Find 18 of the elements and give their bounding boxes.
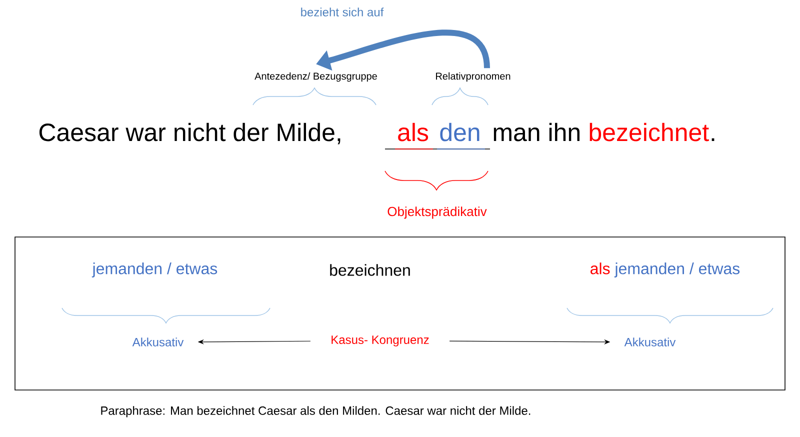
sentence-word: Caesar war nicht der Milde, [39,122,340,144]
text-label: jemanden / etwas [92,262,218,278]
text-label: bezeichnen [330,264,410,276]
caption: Paraphrase: Man bezeichnet Caesar als den Milden. Caesar war nicht der Milde. [101,406,530,418]
edge-label: bezieht sich auf [299,6,385,18]
frame-box [14,236,786,390]
brace-label: Objektsprädikativ [388,206,487,219]
text-label: Relativpronomen [436,72,510,82]
sentence-word: . [712,138,714,141]
text-label: Antezedenz/ Bezugsgruppe [254,72,377,82]
text-label: Akkusativ [132,338,184,346]
text-label: Kasus- Kongruenz [332,336,429,346]
sentence-word: als [398,122,428,142]
sentence-word: man ihn [494,122,580,142]
sentence-word: den [440,122,480,142]
text-label: als jemanden / etwas [590,262,740,278]
sentence-word: bezeichnet [590,122,709,142]
text-label: Akkusativ [624,338,676,346]
